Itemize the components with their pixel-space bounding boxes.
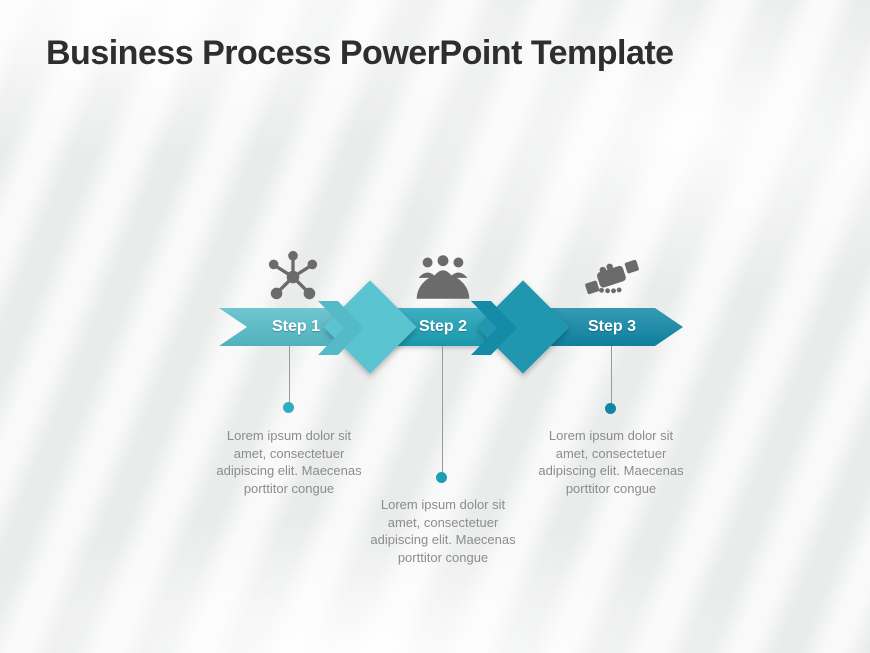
step2-description-line: amet, consectetuer bbox=[387, 514, 499, 530]
step2-marker-dot bbox=[436, 472, 447, 483]
step2-description-line: Lorem ipsum dolor sit bbox=[380, 497, 506, 512]
network-icon bbox=[264, 248, 322, 306]
step1-description: Lorem ipsum dolor sit amet, consectetuer… bbox=[189, 427, 389, 497]
handshake-icon bbox=[582, 252, 642, 302]
step3-description-line: amet, consectetuer bbox=[555, 445, 667, 461]
step2-connector-line bbox=[442, 346, 443, 472]
step3-marker-dot bbox=[605, 403, 616, 414]
step2-description-line: porttitor congue bbox=[397, 549, 489, 565]
step1-description-line: amet, consectetuer bbox=[233, 445, 345, 461]
step1-description-line: Lorem ipsum dolor sit bbox=[226, 428, 352, 443]
step3-description: Lorem ipsum dolor sit amet, consectetuer… bbox=[511, 427, 711, 497]
page-title: Business Process PowerPoint Template bbox=[46, 34, 674, 72]
step1-description-line: porttitor congue bbox=[243, 480, 335, 496]
step1-label: Step 1 bbox=[271, 318, 320, 335]
step1-marker-dot bbox=[283, 402, 294, 413]
step2-description: Lorem ipsum dolor sit amet, consectetuer… bbox=[343, 496, 543, 566]
step3-label: Step 3 bbox=[587, 318, 636, 335]
step3-description-line: porttitor congue bbox=[565, 480, 657, 496]
step3-description-line: adipiscing elit. Maecenas bbox=[538, 463, 684, 478]
meeting-icon bbox=[414, 252, 472, 302]
step1-connector-line bbox=[289, 346, 290, 403]
step2-description-line: adipiscing elit. Maecenas bbox=[370, 532, 516, 547]
step2-label: Step 2 bbox=[418, 318, 467, 335]
step3-description-line: Lorem ipsum dolor sit bbox=[548, 428, 674, 443]
step1-description-line: adipiscing elit. Maecenas bbox=[216, 463, 362, 478]
step3-connector-line bbox=[611, 346, 612, 404]
